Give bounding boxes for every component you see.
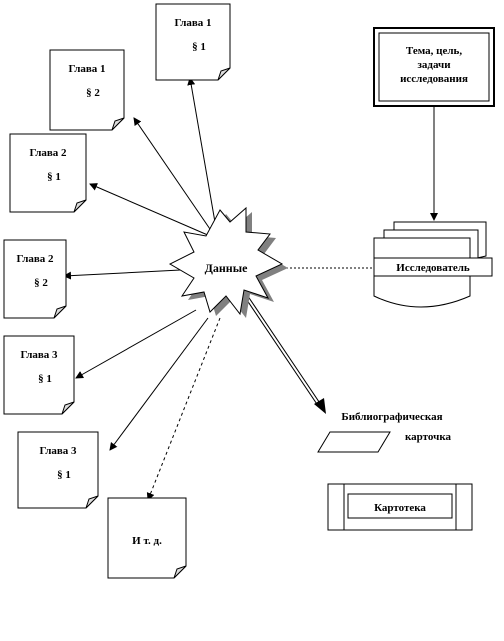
page-section-line: § 1: [192, 41, 206, 53]
data-burst: Данные: [168, 206, 288, 318]
page-fold-corner: [61, 401, 75, 415]
page-title-line: И т. д.: [132, 535, 162, 547]
chapter-page: Глава 2 § 2: [3, 239, 67, 319]
topic-line-2: задачи: [417, 59, 451, 71]
arrow-to-chapter1-para1: [187, 77, 217, 229]
page-title-line: Глава 1: [174, 17, 211, 29]
page-fold-corner: [217, 67, 231, 81]
chapter-page: Глава 1 § 2: [49, 49, 125, 131]
cabinet-label: Картотека: [374, 502, 426, 514]
page-title-line: Глава 3: [39, 445, 77, 457]
page-fold-corner: [173, 565, 187, 579]
page-fold-corner: [85, 495, 99, 509]
bib-card-line-1: Библиографическая: [341, 411, 442, 423]
page-section-line: § 1: [38, 373, 52, 385]
arrow-to-chapter2-para1: [89, 183, 211, 237]
chapter-page: Глава 3 § 1: [3, 335, 75, 415]
arrow-to-chapter2-para2: [63, 268, 201, 280]
arrow-to-chapter1-para2: [133, 117, 213, 233]
burst-shape: [168, 206, 284, 316]
page-title-line: Глава 1: [68, 63, 105, 75]
chapter-page: И т. д.: [107, 497, 187, 579]
chapter-page: Глава 2 § 1: [9, 133, 87, 213]
arrow-to-etc: [146, 317, 221, 501]
chapter-page: Глава 3 § 1: [17, 431, 99, 509]
page-section-line: § 2: [34, 277, 48, 289]
topic-line-3: исследования: [400, 73, 468, 85]
page-fold-corner: [73, 199, 87, 213]
cabinet-label-box: [347, 493, 453, 519]
topic-box-inner: [378, 32, 490, 102]
chapter-page: Глава 1 § 1: [155, 3, 231, 81]
bib-card: Библиографическая карточка: [317, 411, 451, 453]
arrow-data-to-bibcard-head: [314, 398, 326, 414]
bib-card-shape: [317, 431, 391, 453]
researcher-label: Исследователь: [396, 262, 470, 274]
researcher-stack: Исследователь: [373, 221, 493, 308]
data-label: Данные: [205, 261, 248, 275]
connectors: [63, 77, 438, 501]
topic-box: Тема, цель, задачи исследования: [373, 27, 495, 107]
page-title-line: Глава 3: [20, 349, 58, 361]
chapter-pages: Глава 1 § 1 Глава 1 § 2 Глава 2 § 1 Глава 2 § 2…: [3, 3, 231, 579]
page-fold-corner: [53, 305, 67, 319]
arrow-to-chapter3-para1-b: [109, 317, 209, 451]
page-fold-corner: [111, 117, 125, 131]
topic-line-1: Тема, цель,: [406, 45, 462, 57]
page-title-line: Глава 2: [16, 253, 54, 265]
page-section-line: § 1: [57, 469, 71, 481]
topic-box-outer: [373, 27, 495, 107]
file-cabinet: Картотека: [327, 483, 473, 531]
researcher-label-box: [373, 257, 493, 277]
arrow-data-to-bibcard: [245, 295, 321, 407]
page-section-line: § 2: [86, 87, 100, 99]
bib-card-line-2: карточка: [405, 431, 451, 443]
page-section-line: § 1: [47, 171, 61, 183]
page-title-line: Глава 2: [29, 147, 67, 159]
arrow-to-chapter3-para1-a: [75, 309, 197, 379]
